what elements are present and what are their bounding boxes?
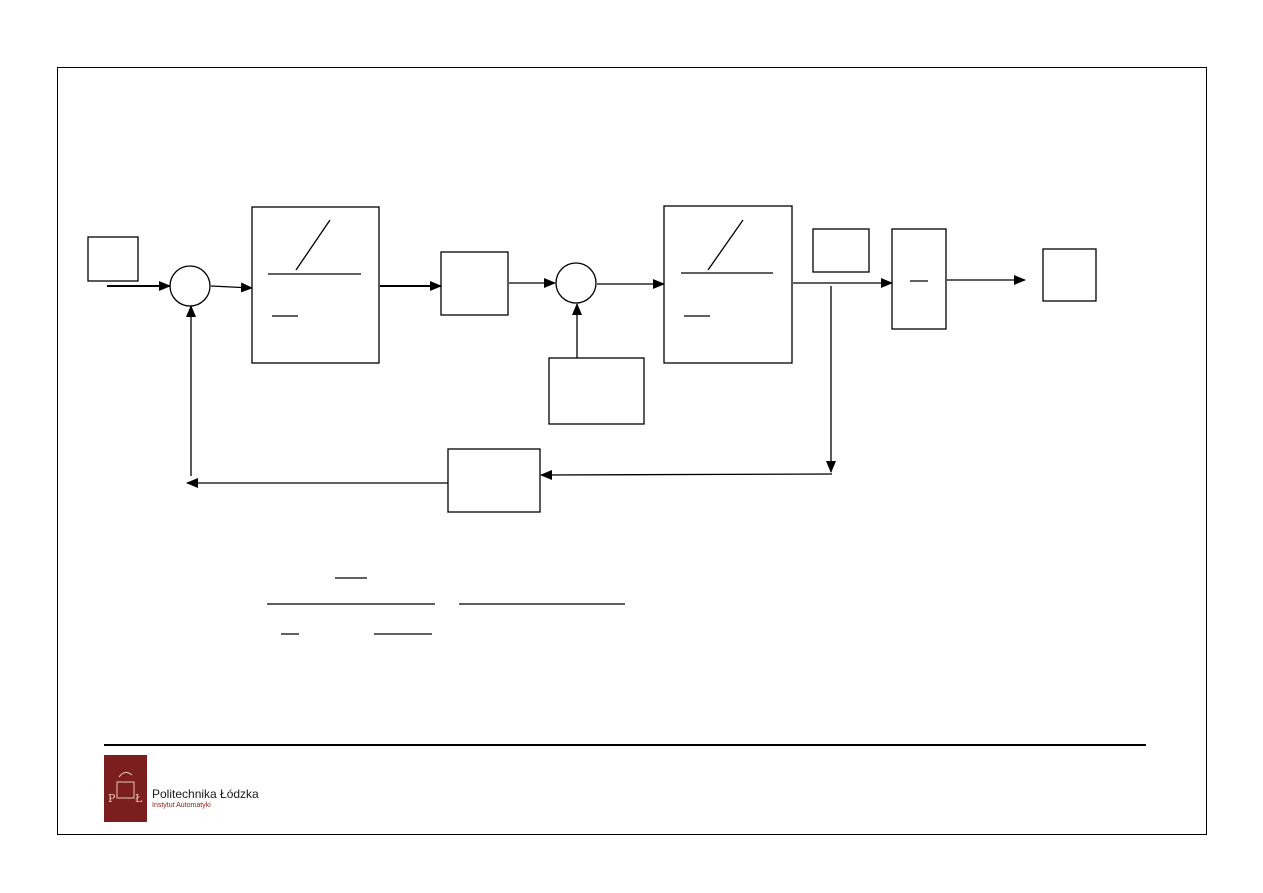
controller-block bbox=[251, 206, 380, 364]
plant-block bbox=[663, 205, 793, 364]
svg-text:Ł: Ł bbox=[135, 792, 143, 805]
footer-rule bbox=[104, 744, 1146, 746]
disturbance-block bbox=[548, 357, 645, 425]
summing-junction-2 bbox=[555, 262, 597, 304]
final-block bbox=[891, 228, 947, 330]
svg-text:P: P bbox=[108, 792, 116, 805]
institution-name: Politechnika Łódzka bbox=[152, 787, 259, 801]
input-block bbox=[87, 236, 139, 282]
department-name: Instytut Automatyki bbox=[152, 802, 211, 809]
output-label-block bbox=[812, 228, 870, 273]
plant-slash bbox=[707, 219, 744, 271]
output-block bbox=[1042, 248, 1097, 302]
summing-junction-1 bbox=[169, 265, 211, 307]
university-logo-icon: P Ł bbox=[104, 755, 147, 822]
slide-frame bbox=[57, 67, 1207, 835]
feedback-return bbox=[540, 469, 833, 480]
gain-block bbox=[440, 251, 509, 316]
feedback-block bbox=[447, 448, 541, 513]
controller-slash bbox=[295, 219, 331, 271]
arrow-sum1-to-controller bbox=[210, 282, 253, 293]
logo-text: Politechnika Łódzka Instytut Automatyki bbox=[152, 787, 259, 810]
